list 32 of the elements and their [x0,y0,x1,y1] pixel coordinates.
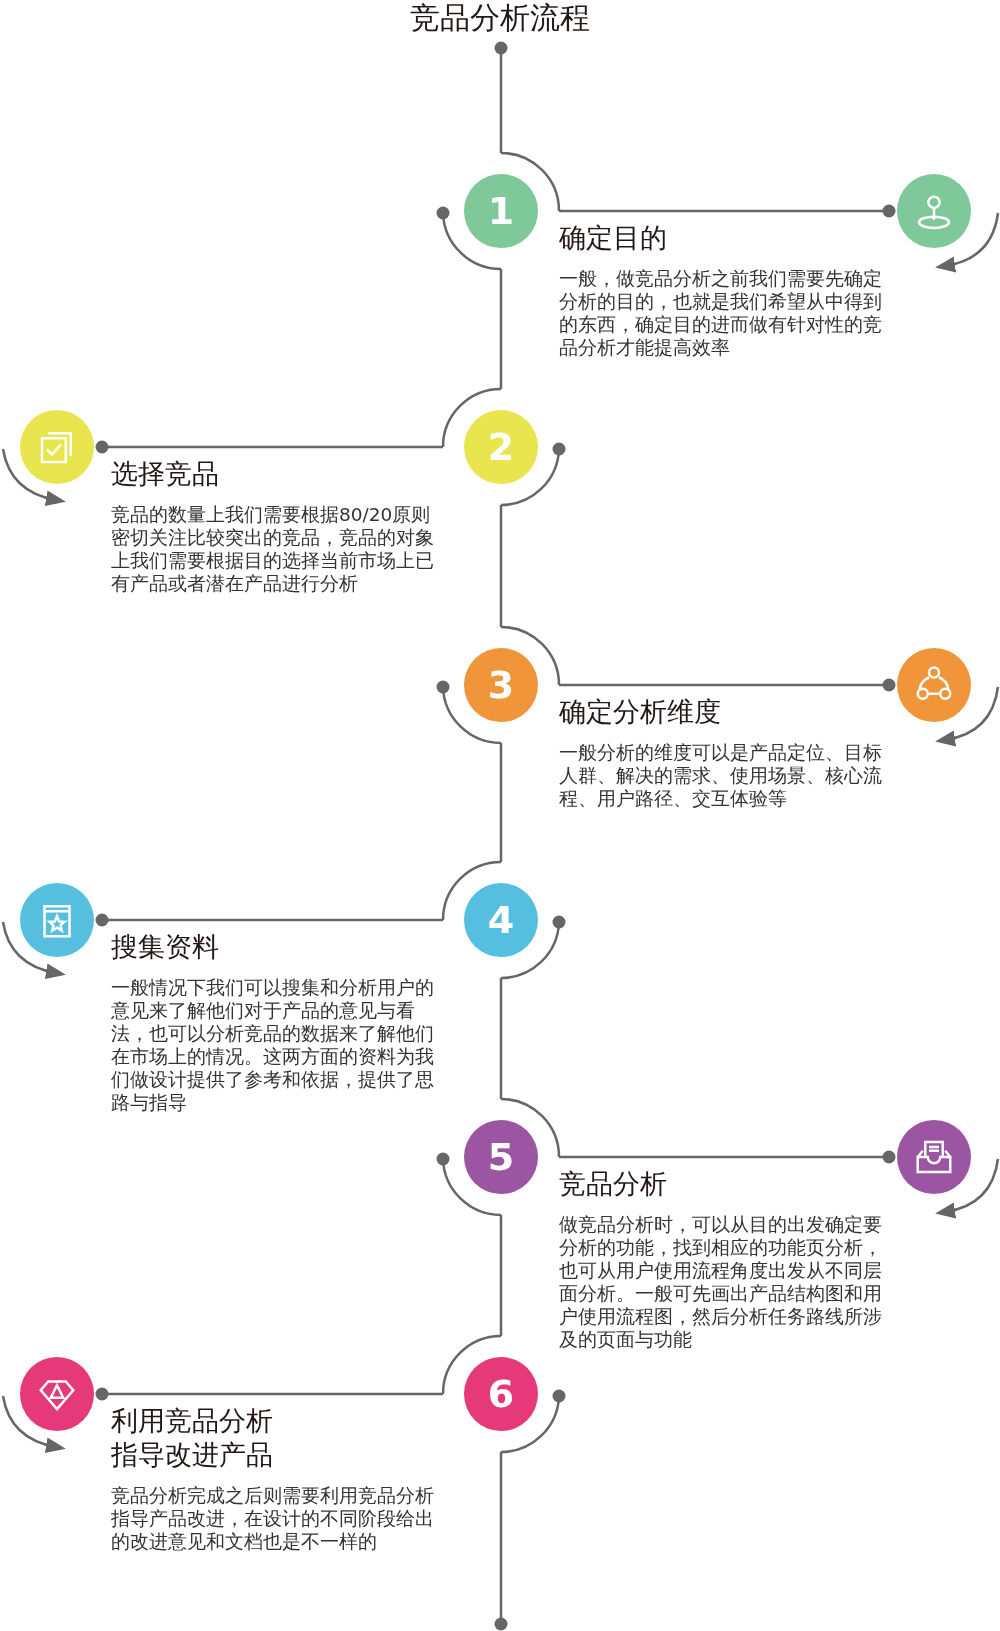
connector-line [499,269,503,389]
connector-line [95,440,443,454]
connector-line [559,204,896,218]
step-heading: 利用竞品分析指导改进产品 [111,1404,274,1472]
step-description: 竞品的数量上我们需要根据80/20原则密切关注比较突出的竞品，竞品的对象上我们需要根据目的选择当前市场上已有产品或者潜在产品进行分析 [111,503,435,595]
connector-line [559,1150,896,1164]
title: 竞品分析流程 [410,0,590,36]
step-heading: 确定目的 [559,221,667,255]
step-number-circle: 4 [464,883,538,957]
step-number-circle: 1 [464,174,538,248]
connector-line [499,743,503,862]
step-description: 一般分析的维度可以是产品定位、目标人群、解决的需求、使用场景、核心流程、用户路径、交互体验等 [559,741,883,810]
connector-line [95,913,443,927]
step-number-circle: 5 [464,1120,538,1194]
connector-line [494,41,508,153]
step-number-circle: 2 [464,410,538,484]
step-number-circle: 3 [464,648,538,722]
step-heading: 搜集资料 [111,930,219,964]
step-heading: 选择竞品 [111,457,219,491]
connector-line [499,1215,503,1336]
step-heading: 确定分析维度 [559,695,721,729]
connector-line [499,978,503,1099]
connector-line [499,505,503,627]
step-description: 做竞品分析时，可以从目的出发确定要分析的功能，找到相应的功能页分析，也可从用户使用流程角度出发从不同层面分析。一般可先画出产品结构图和用户使用流程图，然后分析任务路线所涉及的页面与功能 [559,1213,883,1351]
connector-line [559,678,896,692]
connector-line [95,1387,443,1401]
step-description: 竞品分析完成之后则需要利用竞品分析指导产品改进，在设计的不同阶段给出的改进意见和文档也是不一样的 [111,1484,435,1553]
step-heading: 竞品分析 [559,1167,667,1201]
step-number-circle: 6 [464,1357,538,1431]
step-description: 一般，做竞品分析之前我们需要先确定分析的目的，也就是我们希望从中得到的东西，确定目的进而做有针对性的竞品分析才能提高效率 [559,267,883,359]
connector-line [494,1452,508,1631]
step-description: 一般情况下我们可以搜集和分析用户的意见来了解他们对于产品的意见与看法，也可以分析竞品的数据来了解他们在市场上的情况。这两方面的资料为我们做设计提供了参考和依据，提供了思路与指导 [111,976,435,1114]
